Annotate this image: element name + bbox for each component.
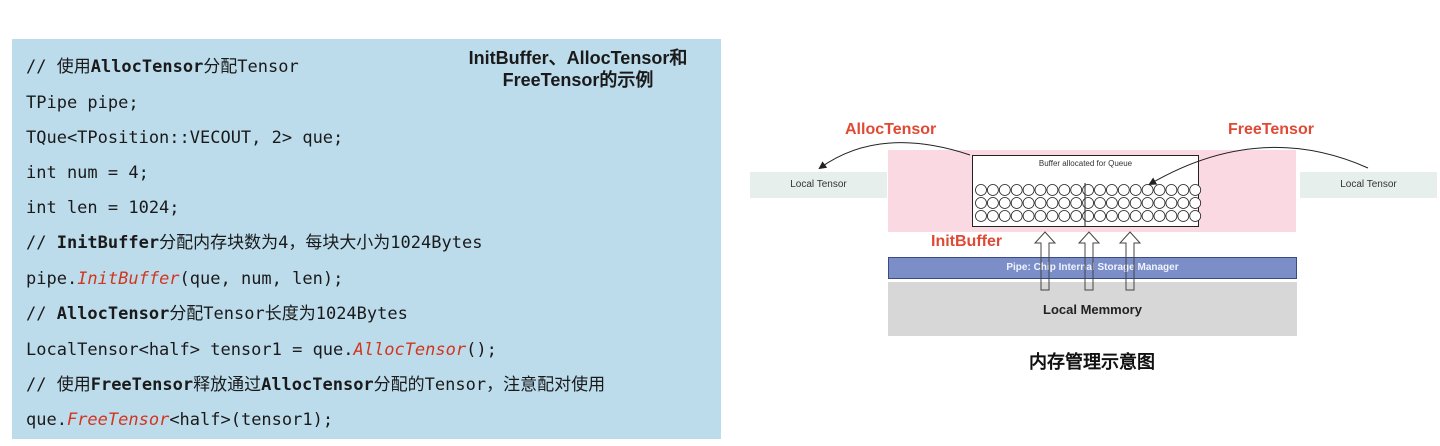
memory-diagram: Local Tensor Local Tensor Buffer allocat… (740, 0, 1440, 446)
up-arrow-icon (1118, 231, 1142, 291)
buffer-block (1153, 210, 1166, 222)
buffer-block (1177, 197, 1190, 209)
buffer-block (1117, 184, 1130, 196)
buffer-block (1046, 184, 1059, 196)
buffer-block (1034, 184, 1047, 196)
buffer-block (1165, 184, 1178, 196)
buffer-block (1070, 210, 1083, 222)
init-up-arrows (1033, 231, 1142, 291)
buffer-block (1034, 197, 1047, 209)
buffer-block (1189, 210, 1202, 222)
buffer-blocks (975, 184, 1202, 222)
buffer-block (1022, 210, 1035, 222)
buffer-block (975, 184, 987, 196)
code-line-8: // AllocTensor分配Tensor长度为1024Bytes (26, 304, 408, 324)
buffer-block (1153, 197, 1166, 209)
buffer-block (1034, 210, 1047, 222)
buffer-block (1141, 197, 1154, 209)
buffer-block (1022, 184, 1035, 196)
up-arrow-icon (1077, 231, 1101, 291)
init-buffer-label: InitBuffer (931, 233, 1003, 250)
buffer-block (1117, 197, 1130, 209)
buffer-block (1165, 210, 1178, 222)
code-line-5: int len = 1024; (26, 198, 180, 218)
panel-title: InitBuffer、AllocTensor和 FreeTensor的示例 (432, 47, 724, 91)
buffer-block (975, 197, 987, 209)
buffer-block (1058, 184, 1071, 196)
buffer-block (1058, 197, 1071, 209)
buffer-block (1022, 197, 1035, 209)
buffer-block (1010, 184, 1023, 196)
buffer-block (1141, 210, 1154, 222)
buffer-block (1046, 197, 1059, 209)
buffer-block (1094, 210, 1106, 222)
code-line-10: // 使用FreeTensor释放通过AllocTensor分配的Tensor，… (26, 375, 606, 395)
buffer-block (1105, 197, 1118, 209)
buffer-block (1165, 197, 1178, 209)
buffer-block (986, 184, 999, 196)
buffer-block (1094, 184, 1106, 196)
up-arrow-icon (1033, 231, 1057, 291)
buffer-block (1010, 197, 1023, 209)
buffer-block (1189, 197, 1202, 209)
free-tensor-label: FreeTensor (1228, 121, 1314, 138)
code-line-7: pipe.InitBuffer(que, num, len); (26, 269, 344, 289)
diagram-overlay (818, 142, 1369, 291)
buffer-block (998, 210, 1011, 222)
buffer-block (998, 197, 1011, 209)
alloc-tensor-label: AllocTensor (845, 121, 937, 138)
code-line-3: TQue<TPosition::VECOUT, 2> que; (26, 128, 344, 148)
buffer-block (1141, 184, 1154, 196)
buffer-block (1070, 184, 1083, 196)
buffer-block (1153, 184, 1166, 196)
buffer-block (1010, 210, 1023, 222)
buffer-block (1094, 197, 1106, 209)
buffer-block (1117, 210, 1130, 222)
buffer-block (975, 210, 987, 222)
buffer-block (1105, 210, 1118, 222)
buffer-block (998, 184, 1011, 196)
buffer-block (1058, 210, 1071, 222)
local-tensor-right: Local Tensor (1300, 172, 1437, 198)
code-line-9: LocalTensor<half> tensor1 = que.AllocTen… (26, 340, 497, 360)
alloc-arrow (818, 142, 971, 170)
code-line-4: int num = 4; (26, 163, 149, 183)
buffer-block (1082, 184, 1095, 196)
buffer-block (986, 197, 999, 209)
buffer-block (1129, 197, 1142, 209)
buffer-block (1070, 197, 1083, 209)
buffer-block (1189, 184, 1202, 196)
buffer-title: Buffer allocated for Queue (1038, 159, 1133, 168)
local-memory: Local Memmory (888, 282, 1297, 336)
free-arrow (1148, 146, 1369, 186)
panel-title-line2: FreeTensor的示例 (502, 70, 654, 90)
code-line-11: que.FreeTensor<half>(tensor1); (26, 410, 334, 430)
code-line-1: // 使用AllocTensor分配Tensor (26, 57, 299, 77)
buffer-block (1105, 184, 1118, 196)
buffer-block (1046, 210, 1059, 222)
buffer-block (1177, 184, 1190, 196)
buffer-block (1082, 197, 1095, 209)
code-panel: InitBuffer、AllocTensor和 FreeTensor的示例 //… (12, 39, 721, 439)
buffer-block (1129, 184, 1142, 196)
code-line-6: // InitBuffer分配内存块数为4，每块大小为1024Bytes (26, 233, 483, 253)
buffer-block (986, 210, 999, 222)
panel-title-line1: InitBuffer、AllocTensor和 (468, 48, 688, 68)
local-tensor-left: Local Tensor (750, 172, 887, 198)
buffer-block (1129, 210, 1142, 222)
buffer-block (1082, 210, 1095, 222)
diagram-caption: 内存管理示意图 (1029, 352, 1155, 372)
code-line-2: TPipe pipe; (26, 93, 139, 113)
buffer-block (1177, 210, 1190, 222)
